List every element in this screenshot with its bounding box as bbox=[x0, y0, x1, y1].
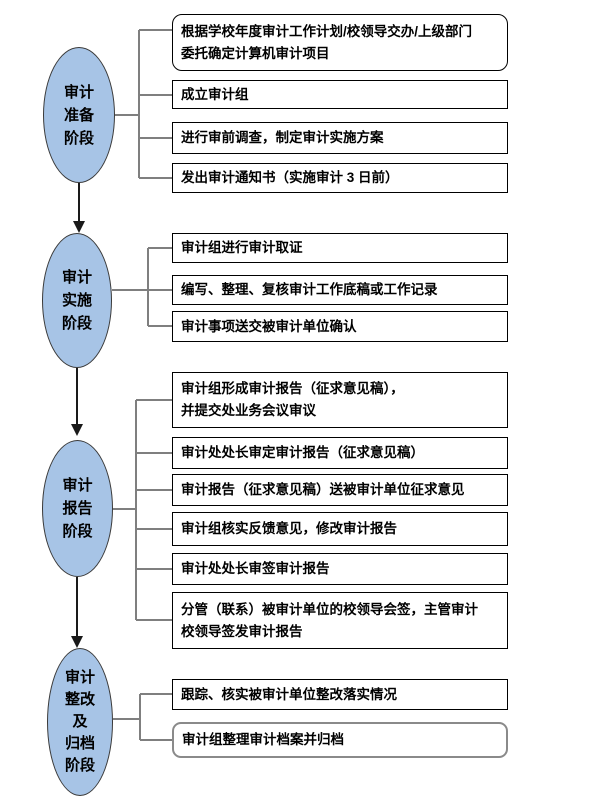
stage-label-line: 及 bbox=[72, 713, 88, 730]
step-box-verify-feedback-revise: 审计组核实反馈意见，修改审计报告 bbox=[172, 512, 508, 546]
stage-label-line: 阶段 bbox=[64, 757, 95, 774]
step-box-archive-files: 审计组整理审计档案并归档 bbox=[172, 722, 508, 758]
stage-label-line: 审计 bbox=[61, 269, 92, 286]
down-arrow-icon bbox=[71, 577, 83, 648]
stage-label-line: 阶段 bbox=[63, 129, 94, 147]
stage-ellipse-audit-preparation: 审计 准备 阶段 bbox=[43, 47, 115, 183]
step-text-line: 并提交处业务会议审议 bbox=[181, 403, 316, 418]
stage-ellipse-audit-implementation: 审计 实施 阶段 bbox=[42, 233, 112, 368]
step-box-director-approve-draft: 审计处处长审定审计报告（征求意见稿） bbox=[172, 437, 508, 469]
step-text-line: 审计报告（征求意见稿）送被审计单位征求意见 bbox=[181, 482, 465, 497]
stage-label-line: 准备 bbox=[63, 106, 94, 124]
step-box-track-rectification: 跟踪、核实被审计单位整改落实情况 bbox=[172, 679, 508, 710]
step-box-working-papers: 编写、整理、复核审计工作底稿或工作记录 bbox=[172, 275, 508, 305]
step-text-line: 审计事项送交被审计单位确认 bbox=[181, 318, 357, 334]
step-text-line: 根据学校年度审计工作计划/校领导交办/上级部门 bbox=[181, 23, 473, 39]
stage-ellipse-audit-report: 审计 报告 阶段 bbox=[42, 440, 113, 577]
step-text-line: 审计组整理审计档案并归档 bbox=[182, 732, 344, 747]
step-box-form-audit-team: 成立审计组 bbox=[172, 80, 508, 109]
step-box-pre-audit-survey: 进行审前调查，制定审计实施方案 bbox=[172, 122, 508, 154]
step-text-line: 编写、整理、复核审计工作底稿或工作记录 bbox=[181, 282, 438, 297]
step-box-leaders-countersign-issue: 分管（联系）被审计单位的校领导会签，主管审计 校领导签发审计报告 bbox=[172, 592, 508, 649]
stage4-connectors bbox=[113, 693, 172, 741]
step-text-line: 跟踪、核实被审计单位整改落实情况 bbox=[181, 686, 397, 702]
step-text-line: 委托确定计算机审计项目 bbox=[181, 45, 330, 61]
step-text-line: 分管（联系）被审计单位的校领导会签，主管审计 bbox=[181, 601, 478, 617]
step-text-line: 审计处处长审签审计报告 bbox=[181, 561, 330, 576]
stage-label-line: 归档 bbox=[64, 735, 95, 752]
down-arrow-icon bbox=[73, 183, 85, 233]
stage-label-line: 审计 bbox=[63, 83, 94, 101]
step-text-line: 审计组核实反馈意见，修改审计报告 bbox=[181, 521, 397, 536]
step-text-line: 审计处处长审定审计报告（征求意见稿） bbox=[181, 445, 424, 460]
step-text-line: 成立审计组 bbox=[181, 86, 249, 102]
step-box-collect-evidence: 审计组进行审计取证 bbox=[172, 233, 508, 263]
stage-label-line: 审计 bbox=[64, 669, 95, 686]
step-box-issue-audit-notice: 发出审计通知书（实施审计 3 日前） bbox=[172, 163, 508, 193]
step-text-line: 校领导签发审计报告 bbox=[181, 623, 303, 639]
stage3-connectors bbox=[113, 399, 172, 621]
step-text-line: 发出审计通知书（实施审计 3 日前） bbox=[181, 170, 399, 185]
step-box-determine-project: 根据学校年度审计工作计划/校领导交办/上级部门 委托确定计算机审计项目 bbox=[172, 14, 508, 71]
stage-label-line: 实施 bbox=[61, 292, 92, 309]
step-text-line: 审计组形成审计报告（征求意见稿）， bbox=[181, 381, 404, 396]
stage-label-line: 审计 bbox=[62, 477, 93, 494]
stage2-connectors bbox=[112, 247, 172, 327]
step-text-line: 进行审前调查，制定审计实施方案 bbox=[181, 130, 384, 145]
down-arrow-icon bbox=[71, 368, 83, 436]
stage-label-line: 报告 bbox=[62, 500, 93, 517]
stage-ellipse-audit-rectification-archive: 审计 整改 及 归档 阶段 bbox=[47, 648, 113, 796]
step-text-line: 审计组进行审计取证 bbox=[181, 240, 303, 255]
step-box-send-draft-for-comments: 审计报告（征求意见稿）送被审计单位征求意见 bbox=[172, 474, 508, 506]
step-box-confirm-with-auditee: 审计事项送交被审计单位确认 bbox=[172, 311, 508, 342]
step-box-draft-report: 审计组形成审计报告（征求意见稿）， 并提交处业务会议审议 bbox=[172, 372, 508, 428]
stage-label-line: 整改 bbox=[64, 691, 95, 708]
stage-label-line: 阶段 bbox=[61, 315, 92, 332]
stage-label-line: 阶段 bbox=[62, 523, 93, 540]
step-box-director-sign-report: 审计处处长审签审计报告 bbox=[172, 553, 508, 585]
stage1-connectors bbox=[115, 29, 172, 179]
